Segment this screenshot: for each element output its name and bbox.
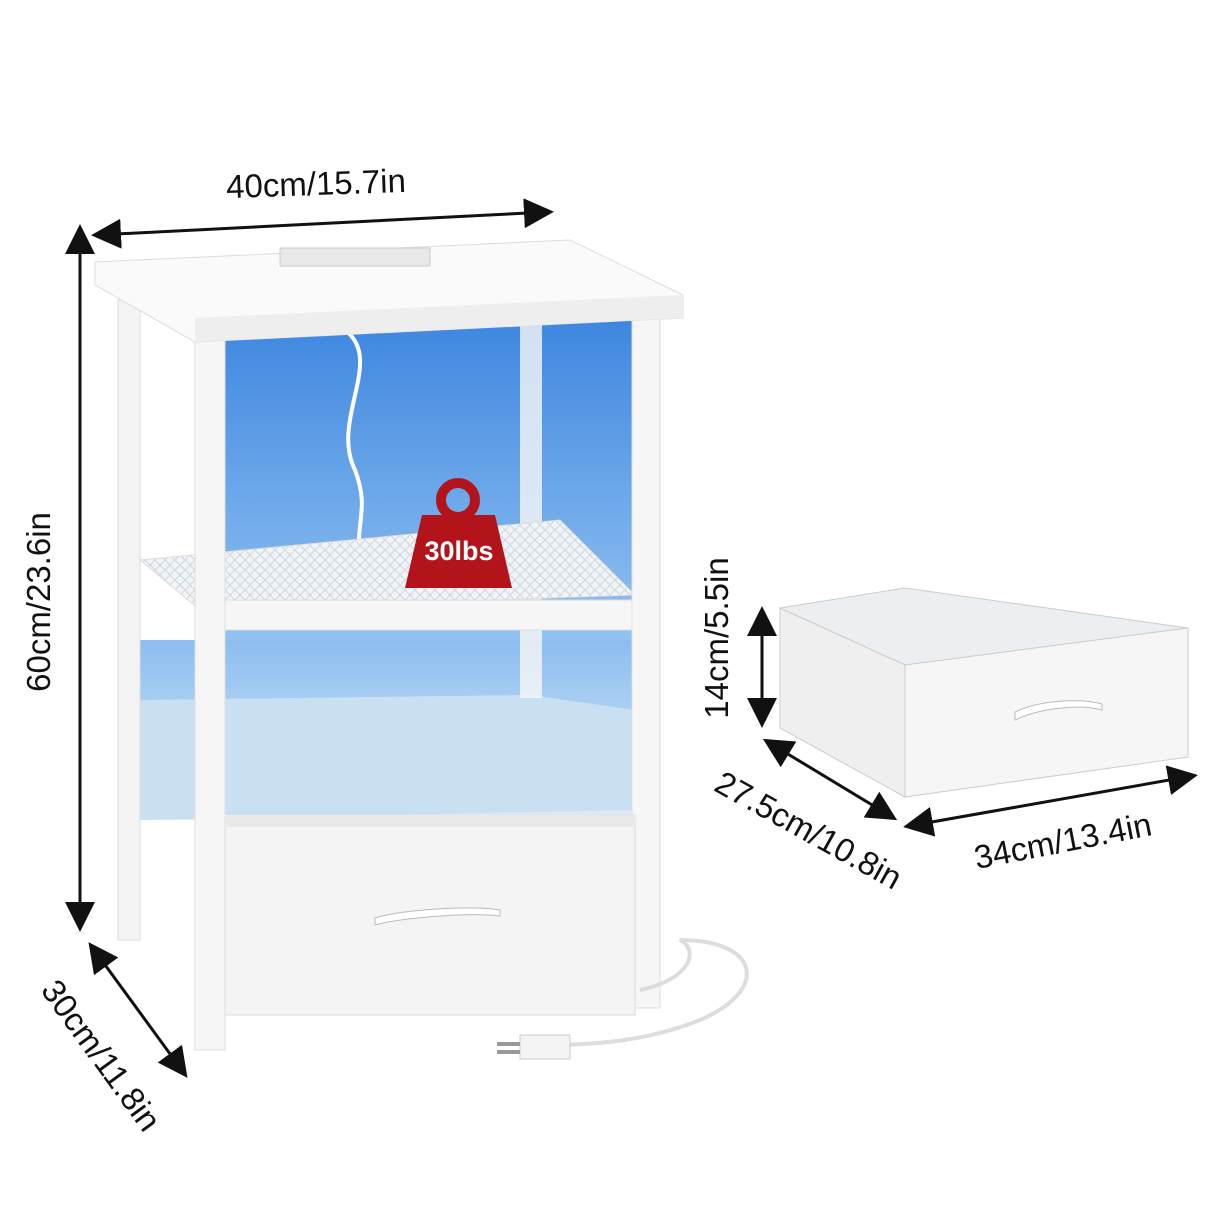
back-left-leg: [117, 299, 141, 941]
weight-icon: 30lbs: [405, 478, 512, 588]
drawer-depth-label: 27.5cm/10.8in: [709, 764, 908, 897]
drawer-height-label: 14cm/5.5in: [698, 557, 735, 718]
plug-icon: [519, 1034, 571, 1060]
load-capacity-label: 30lbs: [424, 536, 493, 566]
height-label: 60cm/23.6in: [20, 512, 57, 692]
width-label: 40cm/15.7in: [225, 162, 406, 205]
charging-station: [279, 247, 431, 267]
dimension-arrows: [65, 198, 1198, 1078]
power-cord: [544, 938, 749, 1047]
back-right-leg: [520, 318, 542, 698]
front-right-leg: [631, 317, 661, 1009]
lower-shelf: [140, 695, 635, 820]
cable: [343, 328, 364, 561]
nightstand: [94, 239, 749, 1060]
front-left-leg: [194, 339, 226, 1051]
drawer-handle: [374, 907, 501, 926]
drawer-handle: [1014, 700, 1103, 721]
drawer-width-label: 34cm/13.4in: [971, 805, 1155, 876]
storage-drawer: [778, 587, 1189, 798]
depth-label: 30cm/11.8in: [34, 973, 168, 1138]
